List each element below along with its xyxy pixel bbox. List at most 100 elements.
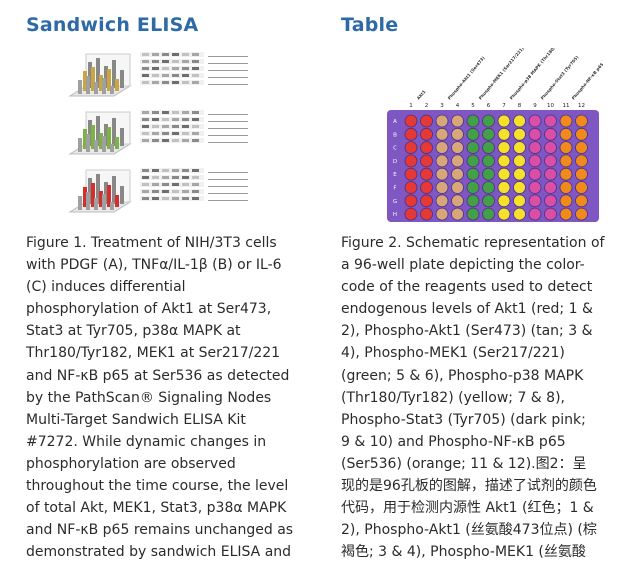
right-caption-line: Figure 2. Schematic representation of: [341, 235, 605, 251]
blot-labels: [208, 110, 254, 145]
sandwich-elisa-heading[interactable]: Sandwich ELISA: [26, 14, 199, 36]
western-blot-thumbnail: [140, 52, 204, 88]
elisa-bar: [96, 116, 100, 146]
table-heading[interactable]: Table: [341, 14, 399, 36]
elisa-bar: [102, 136, 106, 152]
plate-well: [559, 207, 573, 221]
blot-labels: [208, 52, 254, 87]
plate-well: [435, 194, 449, 208]
right-caption-line: a 96-well plate depicting the color-: [341, 257, 585, 274]
plate-well: [559, 154, 573, 168]
plate-well: [435, 141, 449, 154]
left-caption-line: and NF-κB p65 at Ser536 as detected: [26, 367, 290, 384]
left-caption-line: demonstrated by sandwich ELISA and: [26, 544, 292, 561]
plate-row-label: E: [393, 172, 397, 178]
plate-well: [497, 194, 511, 208]
left-caption-line: phosphorylation are observed: [26, 455, 236, 472]
right-caption-line: 2), Phospho-Akt1 (丝氨酸473位点) (棕: [341, 522, 597, 539]
elisa-bar-chart-thumbnail: [68, 169, 132, 213]
plate-well: [575, 207, 588, 221]
plate-column-label: 7: [502, 103, 506, 109]
right-caption-line: endogenous levels of Akt1 (red; 1 &: [341, 301, 593, 318]
plate-well: [513, 181, 526, 194]
plate-well: [575, 114, 588, 128]
elisa-bar: [99, 191, 103, 207]
plate-column-label: 3: [440, 103, 444, 109]
plate-well: [420, 127, 433, 141]
western-blot-thumbnail: [140, 110, 204, 146]
elisa-bar: [96, 58, 100, 88]
plate-column-label: 4: [456, 103, 460, 109]
elisa-bar: [110, 144, 114, 152]
plate-well: [513, 127, 526, 141]
plate-well: [482, 154, 495, 168]
elisa-bar: [102, 194, 106, 210]
elisa-bar: [78, 80, 82, 94]
elisa-bar: [99, 133, 103, 149]
elisa-bar-chart-thumbnail: [68, 53, 132, 97]
plate-well: [528, 127, 542, 141]
plate-well: [435, 127, 449, 141]
plate-well: [528, 181, 542, 194]
elisa-bar: [120, 70, 124, 88]
plate-well: [575, 167, 588, 181]
plate-well: [559, 167, 573, 181]
plate-well: [435, 114, 449, 128]
elisa-bar: [104, 66, 108, 88]
plate-well: [575, 127, 588, 141]
plate-column-label: 5: [471, 103, 475, 109]
elisa-bar: [115, 79, 119, 91]
elisa-bar: [110, 202, 114, 210]
plate-well: [528, 141, 542, 154]
plate-well: [451, 181, 464, 194]
elisa-bar: [91, 67, 95, 91]
plate-well: [482, 181, 495, 194]
plate-column-label: 6: [487, 103, 491, 109]
plate-well: [575, 141, 588, 154]
elisa-figure-image[interactable]: [66, 48, 256, 213]
plate-column-label: 10: [547, 103, 554, 109]
left-caption-line: by the PathScan® Signaling Nodes: [26, 389, 272, 406]
plate-well: [420, 194, 433, 208]
right-caption-line: (Thr180/Tyr182) (yellow; 7 & 8),: [341, 389, 565, 406]
plate-well: [575, 194, 588, 208]
elisa-bar: [104, 124, 108, 146]
plate-well: [466, 127, 480, 141]
left-caption-line: phosphorylation of Akt1 at Ser473,: [26, 301, 272, 318]
plate-well: [575, 181, 588, 194]
plate-well: [420, 181, 433, 194]
plate-well: [420, 141, 433, 154]
plate-well: [544, 127, 557, 141]
elisa-bar: [86, 134, 90, 152]
plate-column-label: 12: [578, 103, 585, 109]
plate-well: [544, 181, 557, 194]
elisa-bar: [120, 128, 124, 146]
elisa-bar: [86, 192, 90, 210]
plate-row-label: D: [393, 159, 397, 165]
right-caption-line: 2), Phospho-Akt1 (Ser473) (tan; 3 &: [341, 323, 593, 340]
plate-well: [466, 141, 480, 154]
elisa-bar: [91, 125, 95, 149]
plate-well: [513, 141, 526, 154]
plate-well: [497, 127, 511, 141]
elisa-bar: [112, 176, 116, 204]
right-caption-line: Phospho-Stat3 (Tyr705) (dark pink;: [341, 411, 586, 428]
left-caption-line: #7272. While dynamic changes in: [26, 433, 267, 450]
plate-well: [497, 141, 511, 154]
plate-well: [575, 154, 588, 168]
plate-well: [544, 194, 557, 208]
right-caption-line: 代码，用于检测内源性 Akt1 (红色；1 &: [341, 500, 594, 517]
plate-row-label: G: [393, 199, 397, 205]
plate-well: [482, 114, 495, 128]
plate-well: [497, 154, 511, 168]
plate-well: [513, 167, 526, 181]
plate-well: [451, 127, 464, 141]
plate-well: [482, 141, 495, 154]
elisa-bar: [78, 138, 82, 152]
elisa-bar: [110, 86, 114, 94]
right-caption-line: (green; 5 & 6), Phospho-p38 MAPK: [341, 367, 584, 384]
elisa-bar: [78, 196, 82, 210]
